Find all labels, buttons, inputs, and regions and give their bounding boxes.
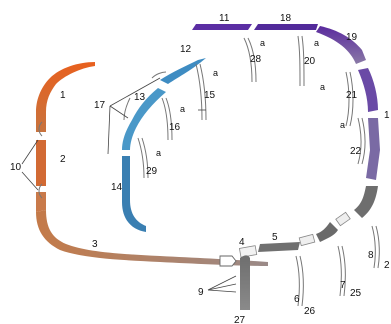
segment-1-right-purple	[358, 68, 378, 112]
label-26: 26	[304, 306, 316, 317]
segment-14-blue	[122, 156, 146, 232]
label-12: 12	[180, 44, 192, 55]
label-14: 14	[111, 182, 123, 193]
segment-grey-right	[354, 186, 378, 218]
label-a-29: a	[156, 148, 161, 158]
segment-11-purple	[192, 24, 252, 30]
label-a-16: a	[180, 104, 185, 114]
segment-7-grey	[316, 222, 338, 242]
segment-3-brown	[36, 210, 268, 266]
label-27: 27	[234, 315, 246, 324]
segment-22-purple	[366, 118, 380, 180]
leader-lines	[21, 77, 237, 293]
label-4: 4	[239, 237, 245, 248]
label-partial-2: 2	[384, 260, 390, 271]
segment-8-grey	[335, 211, 351, 227]
label-18: 18	[280, 13, 292, 24]
label-a-15: a	[213, 68, 218, 78]
segment-27-grey	[240, 255, 250, 310]
segment-grey-bottom	[258, 242, 300, 252]
label-partial-1: 1	[384, 110, 390, 121]
label-6: 6	[294, 294, 300, 305]
label-2: 2	[60, 154, 66, 165]
label-a-28: a	[260, 38, 265, 48]
label-8: 8	[368, 250, 374, 261]
label-1: 1	[60, 90, 66, 101]
segment-1-orange	[36, 62, 95, 132]
label-16: 16	[169, 122, 181, 133]
label-21: 21	[346, 90, 358, 101]
label-20: 20	[304, 56, 316, 67]
label-10: 10	[10, 162, 22, 173]
segment-5-box	[238, 245, 258, 258]
segment-19-purple	[316, 26, 366, 64]
label-a-20: a	[314, 38, 319, 48]
label-5: 5	[272, 232, 278, 243]
label-22: 22	[350, 146, 362, 157]
label-19: 19	[346, 32, 358, 43]
label-17: 17	[94, 100, 106, 111]
segment-13-blue	[122, 88, 166, 150]
segment-grey-box	[298, 233, 316, 247]
segment-18-purple	[254, 24, 318, 30]
label-25: 25	[350, 288, 362, 299]
label-9: 9	[198, 287, 204, 298]
label-15: 15	[204, 90, 216, 101]
segment-12-blue	[160, 58, 206, 84]
label-7: 7	[340, 280, 346, 291]
label-11: 11	[219, 13, 230, 24]
label-28: 28	[250, 54, 262, 65]
label-a-21: a	[320, 82, 325, 92]
segment-4-arrow	[219, 255, 237, 267]
label-a-22: a	[340, 120, 345, 130]
label-29: 29	[146, 166, 158, 177]
thin-strands	[38, 35, 380, 307]
segment-2-orange	[36, 140, 46, 186]
label-3: 3	[92, 239, 98, 250]
segment-2-orange-lower	[36, 192, 46, 212]
label-13: 13	[134, 92, 146, 103]
